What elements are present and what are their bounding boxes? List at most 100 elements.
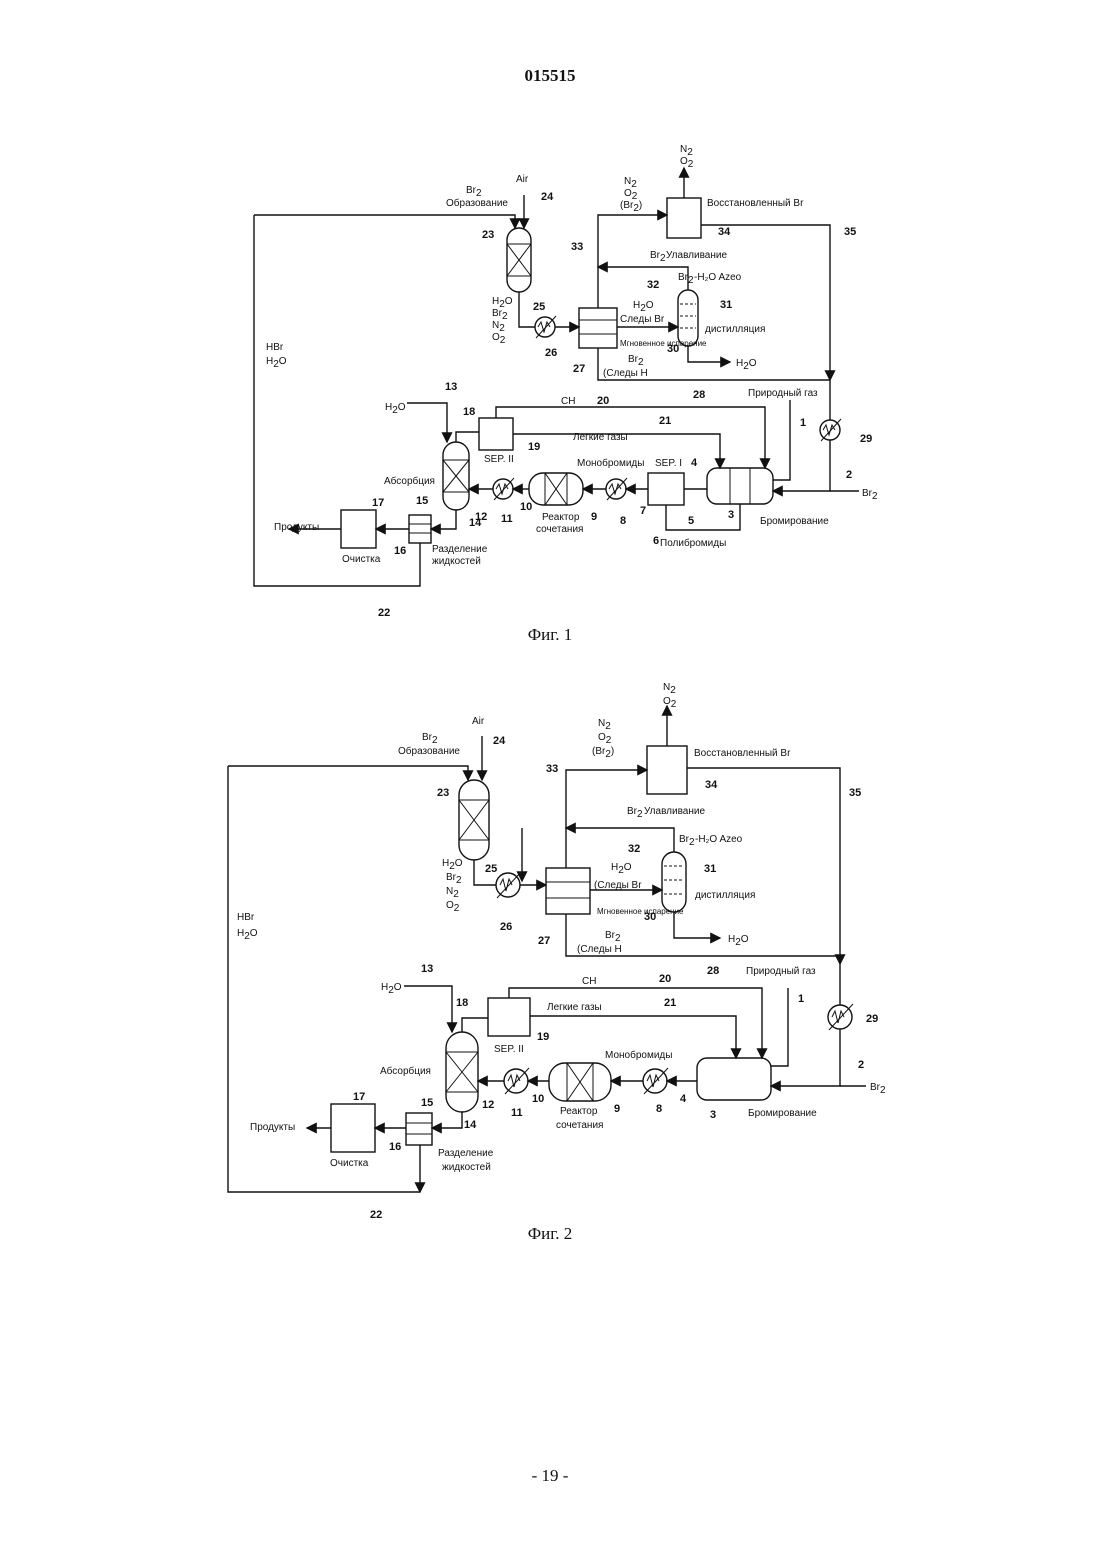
light-gases-label: Легкие газы: [547, 1002, 602, 1013]
svg-text:25: 25: [485, 863, 497, 875]
separator-sep-2: [479, 418, 513, 450]
sep2-label: SEP. II: [494, 1044, 524, 1055]
svg-text:22: 22: [378, 607, 390, 619]
svg-text:23: 23: [482, 229, 494, 241]
flash-label: Мгновенное испарение: [597, 907, 684, 916]
figure-2-process-diagram: 24 23 25 26 27 33 32 34 35 31 30 28 29 1…: [0, 676, 1100, 1206]
br2-h2o-azeo-label: -H₂O Azeo: [694, 272, 742, 283]
svg-text:9: 9: [591, 511, 597, 523]
svg-text:8: 8: [620, 515, 626, 527]
svg-text:O2: O2: [663, 696, 677, 710]
svg-text:Br2: Br2: [422, 732, 438, 746]
svg-text:24: 24: [541, 191, 554, 203]
heat-exchanger-26: [535, 316, 556, 338]
natural-gas-label: Природный газ: [748, 388, 818, 399]
svg-text:2: 2: [858, 1059, 864, 1071]
flash-separator-27: [579, 308, 617, 348]
svg-text:26: 26: [545, 347, 557, 359]
svg-text:34: 34: [705, 779, 718, 791]
svg-text:14: 14: [469, 517, 482, 529]
svg-text:H2O: H2O: [736, 358, 757, 372]
svg-text:29: 29: [866, 1013, 878, 1025]
svg-text:24: 24: [493, 735, 506, 747]
bromination-label: Бромирование: [760, 516, 829, 527]
svg-text:H2O: H2O: [237, 928, 258, 942]
svg-text:20: 20: [597, 395, 609, 407]
svg-text:O2: O2: [598, 732, 612, 746]
svg-text:15: 15: [421, 1097, 433, 1109]
liquid-sep-label-2: жидкостей: [442, 1162, 491, 1173]
absorption-column: [443, 442, 469, 510]
svg-text:H2O: H2O: [381, 982, 402, 996]
svg-text:21: 21: [664, 997, 676, 1009]
page-number: - 19 -: [0, 1466, 1100, 1486]
figure-1-caption: Фиг. 1: [0, 625, 1100, 645]
svg-text:4: 4: [680, 1093, 687, 1105]
svg-text:11: 11: [501, 513, 513, 525]
svg-text:11: 11: [511, 1107, 523, 1119]
svg-text:Br2: Br2: [446, 872, 462, 886]
br2-h2o-azeo-label: -H₂O Azeo: [695, 834, 743, 845]
heat-exchanger-29: [820, 419, 841, 441]
document-number: 015515: [0, 66, 1100, 86]
svg-text:18: 18: [456, 997, 468, 1009]
svg-text:Br2: Br2: [605, 930, 621, 944]
products-label: Продукты: [250, 1122, 295, 1133]
sep1-label: SEP. I: [655, 458, 682, 469]
br2-capture-unit-34: [667, 198, 701, 238]
svg-text:2: 2: [846, 469, 852, 481]
svg-text:7: 7: [640, 505, 646, 517]
hbr-label: HBr: [237, 912, 255, 923]
svg-text:27: 27: [573, 363, 585, 375]
br2-formation-label: Образование: [398, 745, 460, 757]
trace-br2-label: Следы Br: [620, 314, 665, 325]
svg-text:20: 20: [659, 973, 671, 985]
svg-text:N2: N2: [446, 886, 459, 900]
svg-text:H2O: H2O: [442, 858, 463, 872]
svg-text:O2: O2: [446, 900, 460, 914]
air-label: Air: [516, 174, 529, 185]
absorption-column: [446, 1032, 478, 1112]
coupling-reactor-label-2: сочетания: [556, 1120, 603, 1131]
figure-2-caption: Фиг. 2: [0, 1224, 1100, 1244]
trace-h2o-label: (Следы H: [603, 368, 648, 379]
svg-text:Br2: Br2: [870, 1082, 886, 1096]
svg-text:27: 27: [538, 935, 550, 947]
h2o-hbr-label: H2O: [266, 356, 287, 370]
svg-text:28: 28: [707, 965, 719, 977]
liquid-separator: [406, 1113, 432, 1145]
svg-text:26: 26: [500, 921, 512, 933]
heat-exchanger-10: [504, 1068, 529, 1094]
heat-exchanger-10: [493, 478, 514, 500]
svg-text:17: 17: [372, 497, 384, 509]
svg-text:35: 35: [844, 226, 856, 238]
recovered-br2-label: Восстановленный Br: [707, 198, 804, 209]
light-gases-label: Легкие газы: [573, 432, 628, 443]
svg-text:10: 10: [520, 501, 532, 513]
bromination-reactor: [697, 1058, 771, 1100]
svg-text:14: 14: [464, 1119, 477, 1131]
svg-text:29: 29: [860, 433, 872, 445]
trace-h2o-label: (Следы H: [577, 944, 622, 955]
distillation-column-31: [678, 290, 698, 346]
stream-numbers: 24 23 25 26 27 33 32 34 35 31 30 28 29 1…: [353, 735, 878, 1221]
br2-capture-label: Улавливание: [644, 806, 705, 817]
svg-text:28: 28: [693, 389, 705, 401]
svg-text:10: 10: [532, 1093, 544, 1105]
svg-text:19: 19: [528, 441, 540, 453]
ch4-label: CH: [561, 396, 575, 407]
br2-label: Br2: [466, 185, 482, 199]
svg-text:31: 31: [720, 299, 732, 311]
svg-text:16: 16: [394, 545, 406, 557]
natural-gas-label: Природный газ: [746, 966, 816, 977]
o2-top-label: O2: [680, 156, 694, 170]
svg-text:18: 18: [463, 406, 475, 418]
br2-capture-unit-34: [647, 746, 687, 794]
heat-exchanger-8: [606, 478, 627, 500]
distillation-column-31: [662, 852, 686, 912]
svg-text:5: 5: [688, 515, 694, 527]
bromination-label: Бромирование: [748, 1108, 817, 1119]
svg-text:(Br2): (Br2): [592, 746, 614, 760]
br2-formation-reactor: [459, 780, 489, 860]
liquid-sep-label-2: жидкостей: [432, 556, 481, 567]
